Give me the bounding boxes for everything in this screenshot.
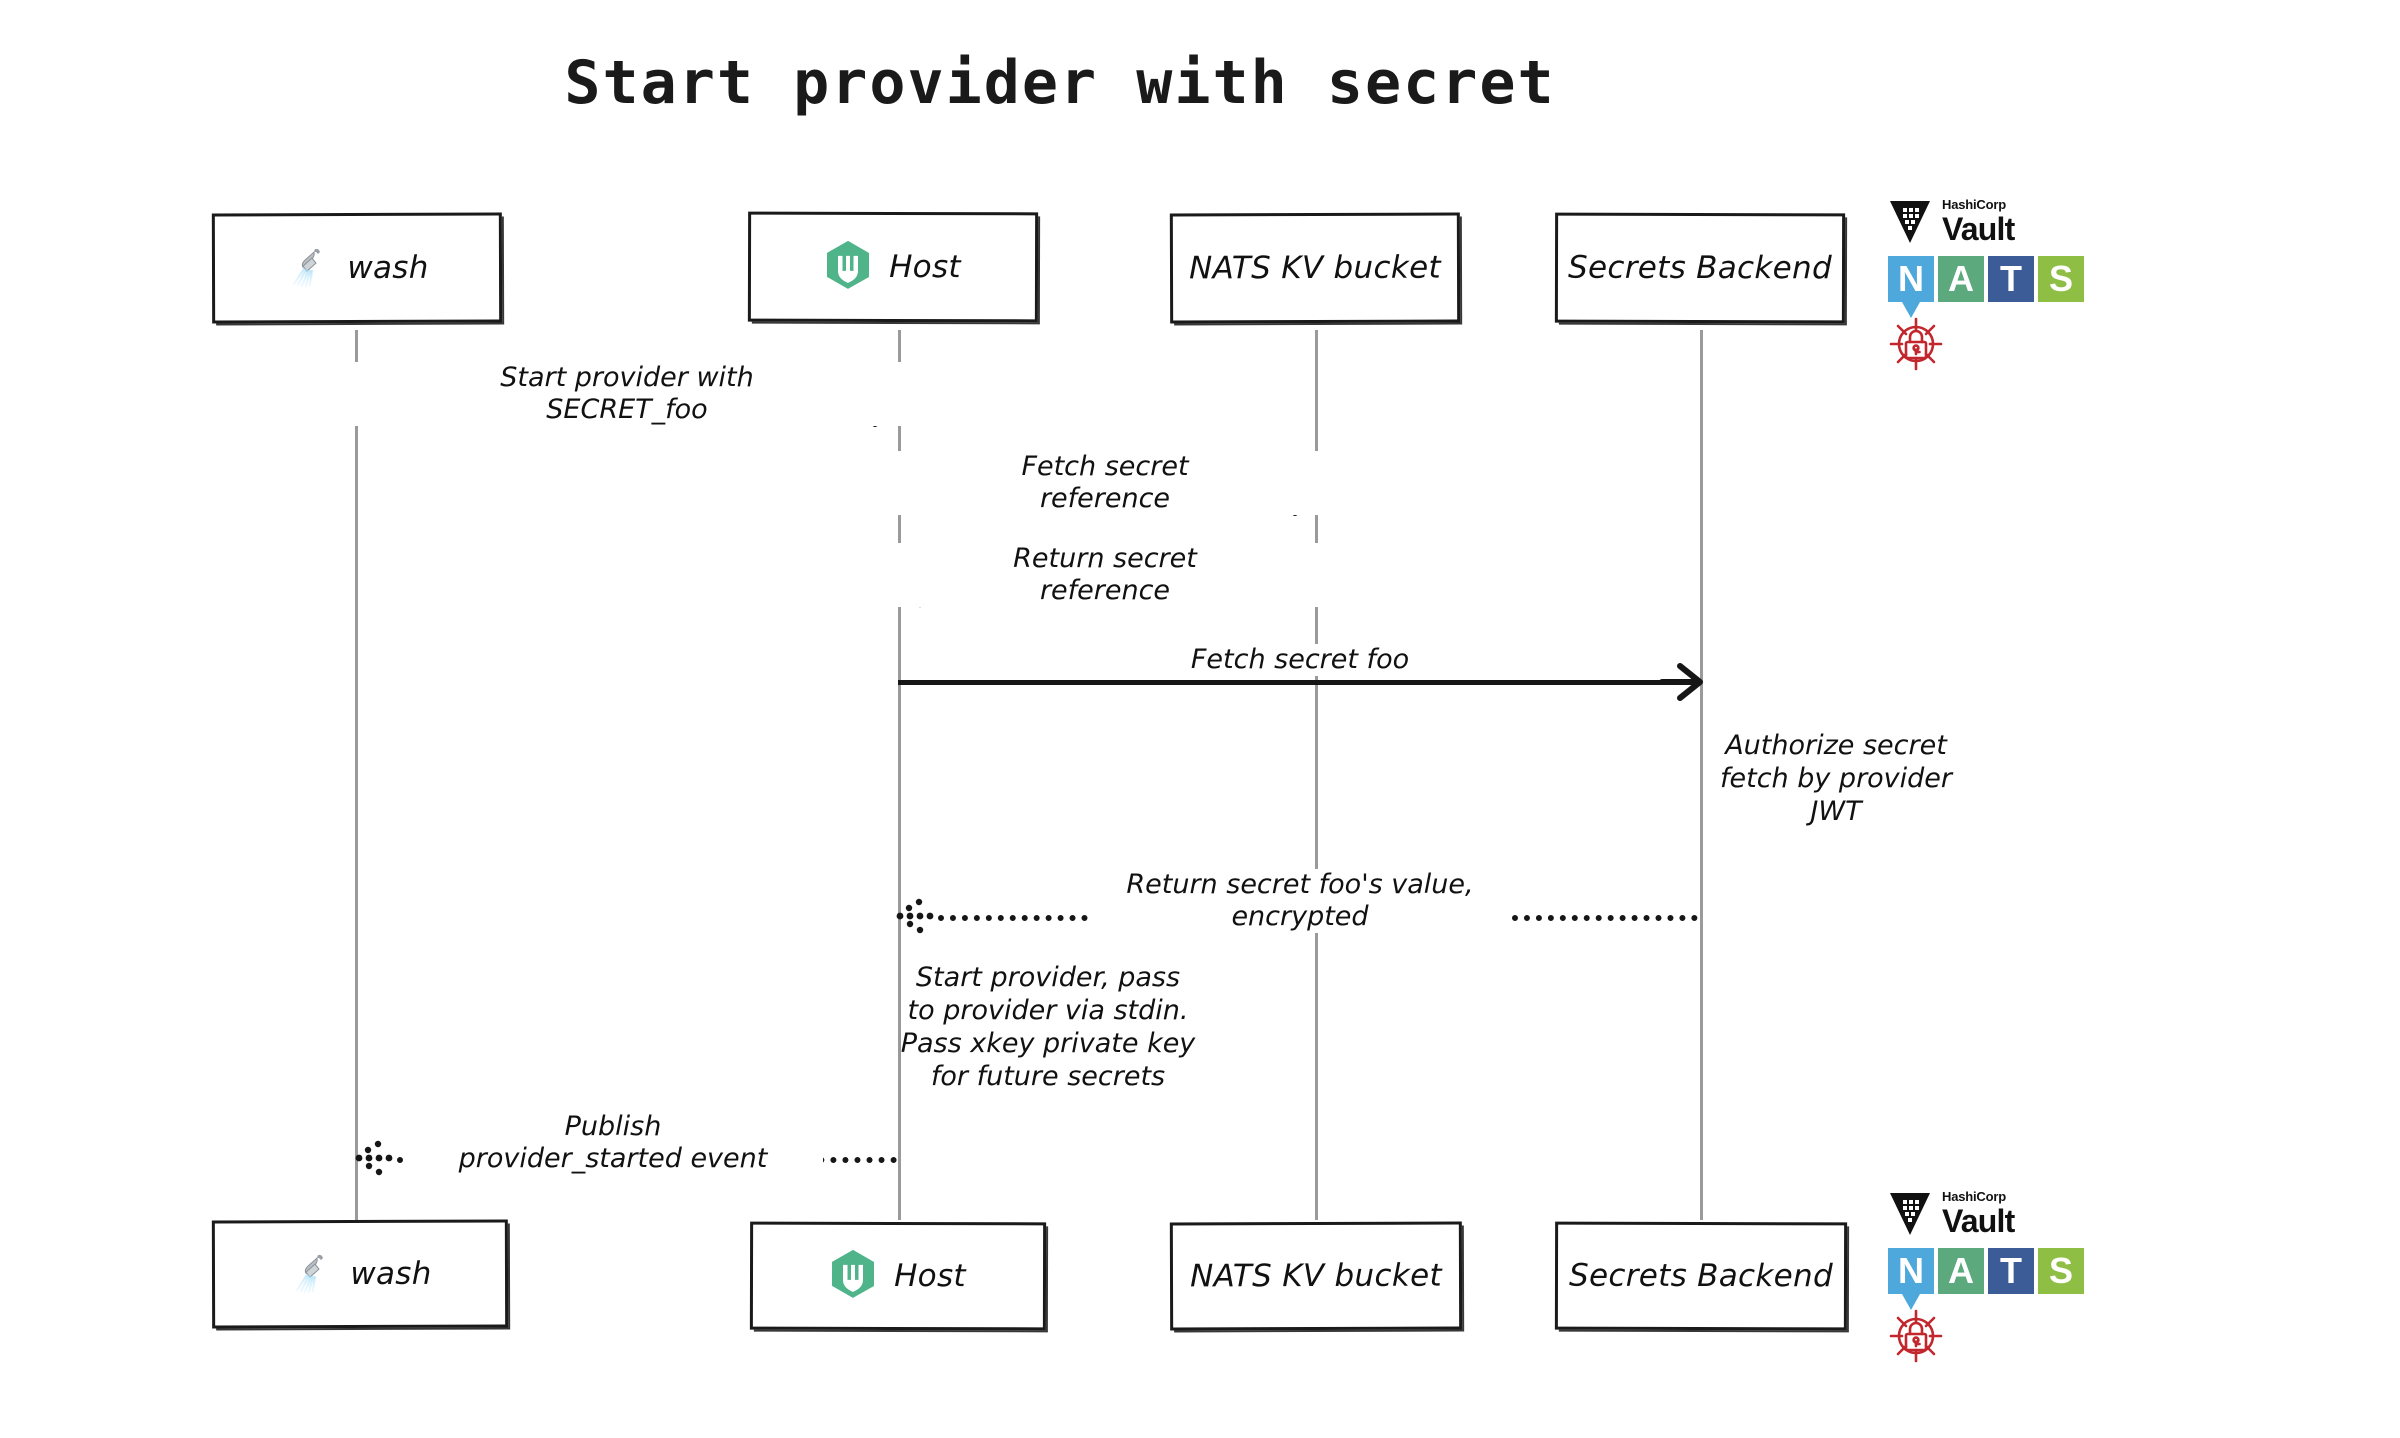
message-start-provider-with-secret: Start provider with SECRET_foo — [317, 362, 937, 427]
message-publish-provider-started-event: Publish provider_started event — [355, 1111, 898, 1176]
message-label: Fetch secret foo — [1040, 644, 1560, 676]
lifeline-wash — [355, 330, 358, 1220]
participant-box-host-top[interactable]: Host — [747, 211, 1039, 323]
logo-stack-bottom: HashiCorp Vault N A T S — [1888, 1190, 2084, 1368]
vault-logo: HashiCorp Vault — [1888, 196, 2084, 247]
arrowhead-left-dotted-icon — [896, 898, 934, 934]
message-label: Return secret foo's value, encrypted — [1090, 869, 1510, 933]
message-return-secret-foo-value: Return secret foo's value, encrypted — [896, 869, 1700, 934]
participant-label-wash-bottom: wash — [350, 1255, 432, 1293]
nats-speech-tail-icon — [1902, 1294, 1920, 1310]
participant-label-backend-bottom: Secrets Backend — [1568, 1257, 1834, 1295]
vault-triangle-icon — [1890, 1193, 1930, 1235]
shower-head-icon — [288, 1250, 332, 1298]
message-return-secret-reference: Return secret reference — [885, 543, 1325, 608]
participant-label-natskv-top: NATS KV bucket — [1189, 249, 1441, 287]
participant-box-natskv-top[interactable]: NATS KV bucket — [1169, 212, 1461, 324]
nats-tile-s: S — [2038, 1248, 2084, 1294]
lifeline-host — [898, 330, 901, 1220]
message-label: Fetch secret reference — [885, 451, 1325, 515]
note-start-provider-stdin: Start provider, pass to provider via std… — [900, 962, 1196, 1092]
message-fetch-secret-foo: Fetch secret foo — [898, 644, 1703, 701]
nats-speech-tail-icon — [1902, 302, 1920, 318]
nats-tile-t: T — [1988, 256, 2034, 302]
shower-head-icon — [285, 244, 329, 292]
nats-logo-icon: N A T S — [1888, 256, 2084, 318]
page-title: Start provider with secret — [564, 48, 1556, 118]
participant-label-natskv-bottom: NATS KV bucket — [1190, 1257, 1442, 1295]
wasmcloud-hexagon-icon — [825, 240, 871, 294]
logo-stack-top: HashiCorp Vault N A T S — [1888, 198, 2084, 376]
nats-logo-icon: N A T S — [1888, 1248, 2084, 1310]
participant-box-backend-bottom[interactable]: Secrets Backend — [1554, 1221, 1848, 1331]
message-fetch-secret-reference: Fetch secret reference — [885, 451, 1325, 516]
participant-label-host-bottom: Host — [894, 1257, 966, 1295]
secure-lock-target-icon — [1888, 316, 2084, 376]
vault-product-label: Vault — [1942, 210, 2015, 247]
wasmcloud-hexagon-icon — [830, 1249, 876, 1303]
participant-label-backend-top: Secrets Backend — [1567, 249, 1833, 287]
participant-box-backend-top[interactable]: Secrets Backend — [1554, 212, 1846, 324]
lifeline-backend — [1700, 330, 1703, 1220]
vault-logo: HashiCorp Vault — [1888, 1188, 2084, 1239]
note-authorize-secret-fetch: Authorize secret fetch by provider JWT — [1719, 730, 1953, 827]
participant-label-wash-top: wash — [347, 249, 429, 287]
message-label: Start provider with SECRET_foo — [317, 362, 937, 426]
participant-box-wash-top[interactable]: wash — [211, 212, 503, 324]
nats-tile-s: S — [2038, 256, 2084, 302]
nats-tile-a: A — [1938, 1248, 1984, 1294]
vault-vendor-label: HashiCorp — [1942, 196, 2006, 212]
arrowhead-left-dotted-icon — [355, 1140, 393, 1176]
nats-tile-t: T — [1988, 1248, 2034, 1294]
participant-box-host-bottom[interactable]: Host — [749, 1221, 1047, 1331]
arrowhead-right-icon — [1659, 663, 1703, 701]
vault-vendor-label: HashiCorp — [1942, 1188, 2006, 1204]
nats-tile-n: N — [1888, 1248, 1934, 1294]
participant-box-natskv-bottom[interactable]: NATS KV bucket — [1169, 1221, 1463, 1331]
vault-product-label: Vault — [1942, 1202, 2015, 1239]
lifeline-natskv — [1315, 330, 1318, 1220]
nats-tile-a: A — [1938, 256, 1984, 302]
message-line — [898, 680, 1673, 685]
secure-lock-target-icon — [1888, 1308, 2084, 1368]
vault-triangle-icon — [1890, 201, 1930, 243]
participant-box-wash-bottom[interactable]: wash — [211, 1219, 509, 1329]
nats-tile-n: N — [1888, 256, 1934, 302]
message-label: Publish provider_started event — [403, 1111, 823, 1175]
message-label: Return secret reference — [885, 543, 1325, 607]
participant-label-host-top: Host — [889, 248, 961, 286]
